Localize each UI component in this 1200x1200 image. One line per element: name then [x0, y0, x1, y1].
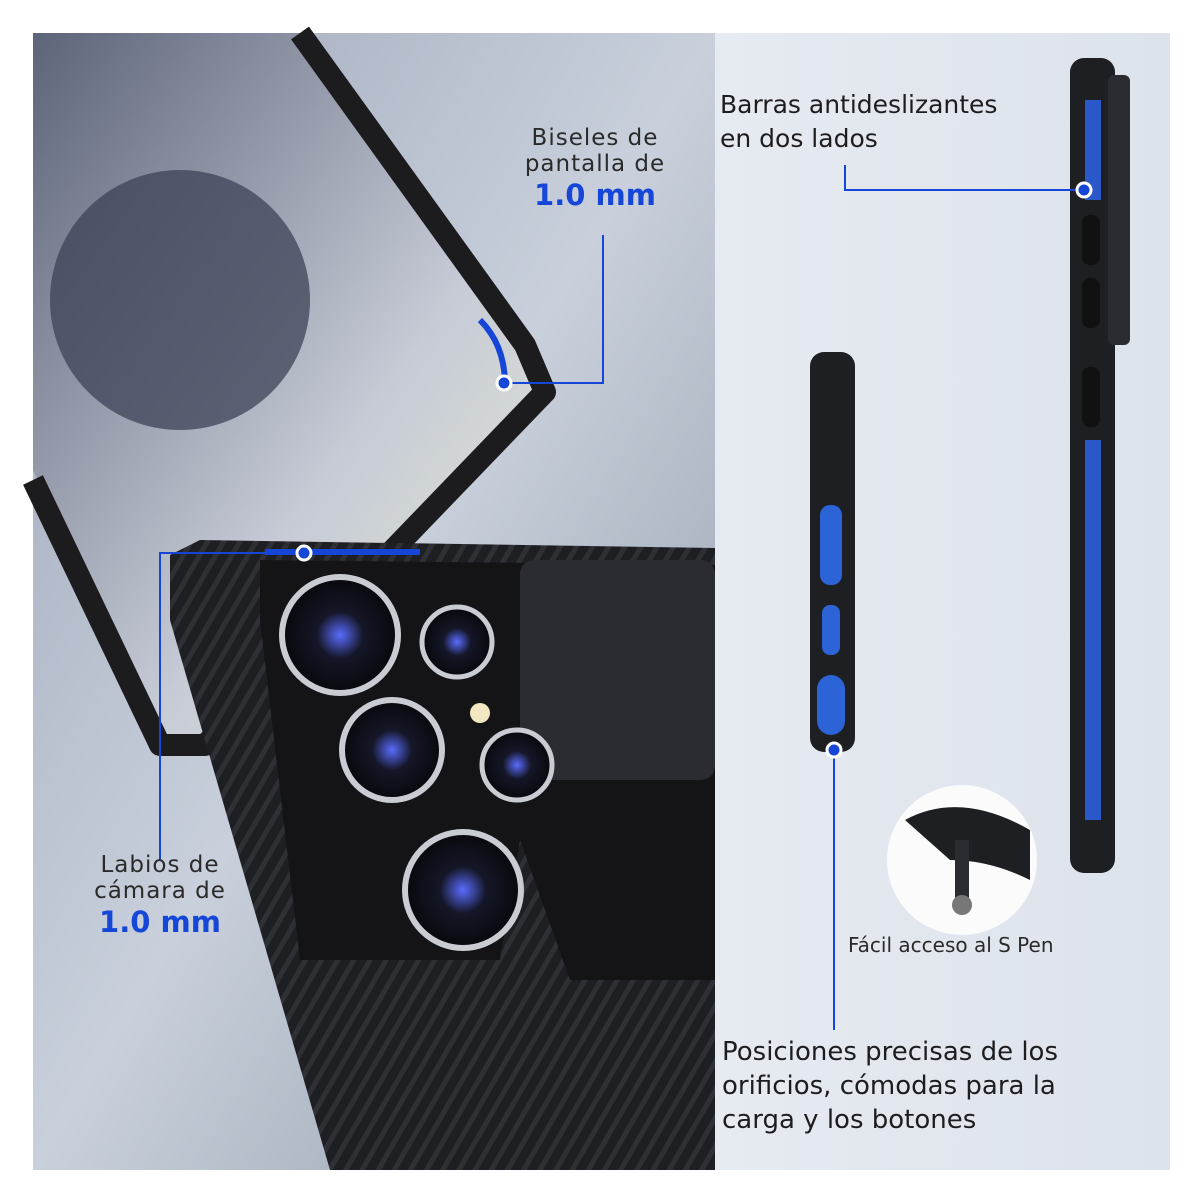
bezel-label-line1: Biseles de	[531, 125, 659, 151]
cutouts-label-line3: carga y los botones	[722, 1105, 977, 1135]
camera-lip-callout: Labios de cámara de 1.0 mm	[70, 852, 250, 940]
cutouts-label-line2: orificios, cómodas para la	[722, 1071, 1056, 1101]
side-view-short	[810, 352, 855, 752]
bezel-callout: Biseles de pantalla de 1.0 mm	[505, 125, 685, 213]
back-phone-case	[170, 540, 715, 1170]
side-view-tall	[1070, 58, 1130, 873]
bezel-label-line2: pantalla de	[524, 151, 666, 177]
cutouts-label-line1: Posiciones precisas de los	[722, 1037, 1059, 1067]
spen-label: Fácil acceso al S Pen	[848, 933, 1054, 957]
grip-callout: Barras antideslizantes en dos lados	[720, 88, 997, 156]
camera-label-line2: cámara de	[94, 878, 226, 904]
camera-value: 1.0 mm	[99, 905, 221, 939]
camera-label-line1: Labios de	[100, 852, 220, 878]
s-pen-inset-image	[887, 785, 1037, 935]
callout-lines	[159, 165, 1084, 1030]
cutouts-callout: Posiciones precisas de los orificios, có…	[722, 1035, 1058, 1137]
bezel-value: 1.0 mm	[534, 178, 656, 212]
callout-dots	[295, 181, 1093, 759]
grip-label-line2: en dos lados	[720, 124, 878, 153]
grip-label-line1: Barras antideslizantes	[720, 90, 998, 119]
